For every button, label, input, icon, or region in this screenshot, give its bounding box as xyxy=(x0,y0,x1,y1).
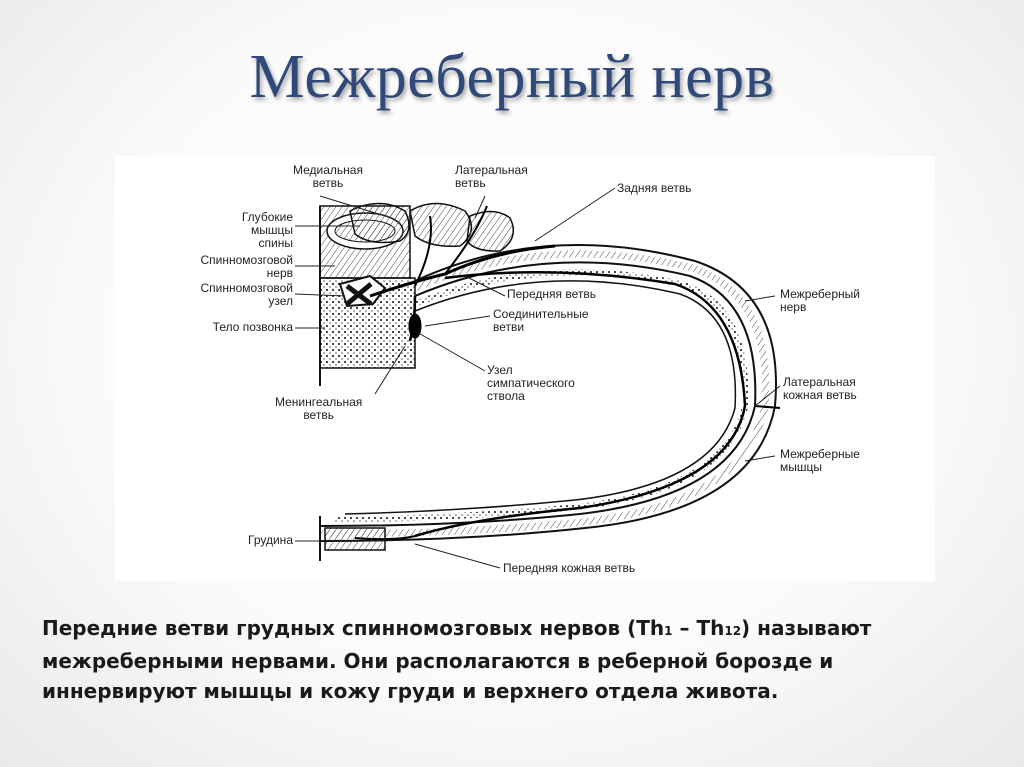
caption-line-2: межреберными нервами. Они располагаются … xyxy=(42,649,834,673)
slide-title: Межреберный нерв xyxy=(249,43,775,111)
caption-text: Передние ветви грудных спинномозговых не… xyxy=(42,613,1024,706)
back-muscles xyxy=(349,202,515,252)
caption-line-1-part-2: – Th xyxy=(672,616,725,640)
label-anterior-branch: Передняя ветвь xyxy=(507,287,596,301)
label-posterior-branch: Задняя ветвь xyxy=(617,181,692,195)
caption-line-3: иннервируют мышцы и кожу груди и верхнег… xyxy=(42,679,779,703)
nerve-lines xyxy=(354,205,781,541)
caption-line-1: Передние ветви грудных спинномозговых не… xyxy=(42,613,1024,646)
caption-line-1-part-1: Передние ветви грудных спинномозговых не… xyxy=(42,616,665,640)
diagram-drawing xyxy=(294,187,781,569)
sternum xyxy=(319,516,386,561)
label-vertebral-body: Тело позвонка xyxy=(212,320,293,334)
label-sternum: Грудина xyxy=(248,533,293,547)
label-anterior-cutaneous-branch: Передняя кожная ветвь xyxy=(503,561,636,575)
caption-subscript-1: 1 xyxy=(664,624,673,638)
caption-line-1-part-3: ) называют xyxy=(741,616,872,640)
leader-lines xyxy=(294,187,781,569)
caption-subscript-2: 12 xyxy=(724,624,742,638)
